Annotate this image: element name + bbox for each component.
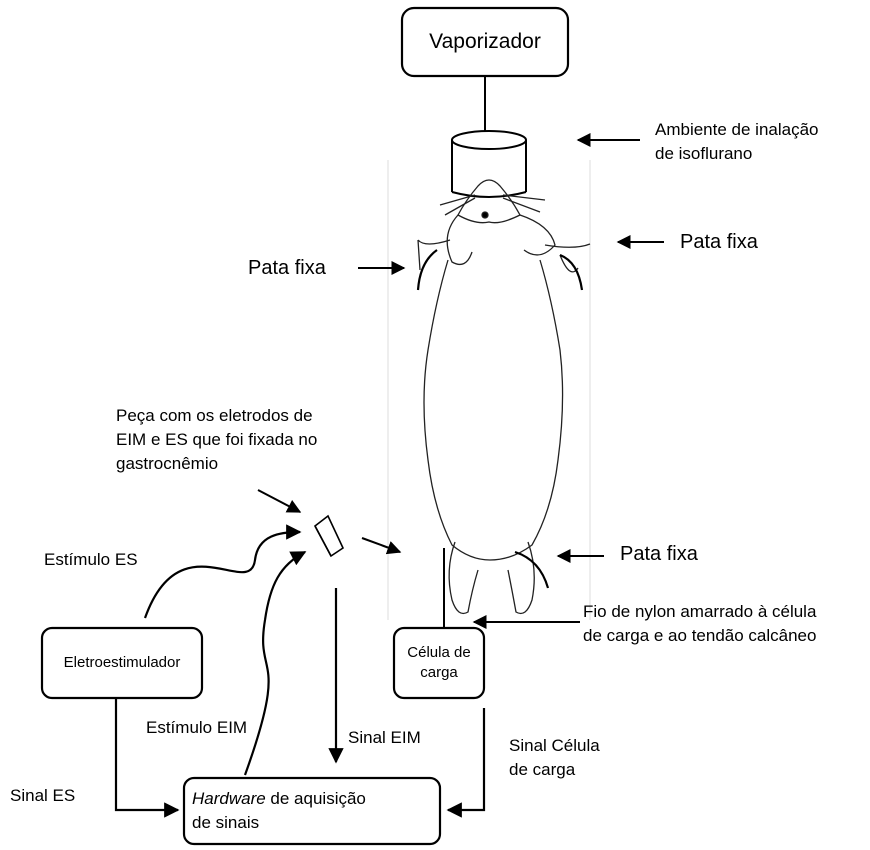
signal-es-arrow bbox=[114, 698, 180, 818]
paw-fixed-label-left-front: Pata fixa bbox=[248, 257, 326, 279]
signal-load-line2: de carga bbox=[509, 760, 576, 779]
stimulator-label: Eletroestimulador bbox=[63, 654, 181, 671]
tray-edges bbox=[387, 160, 591, 620]
signal-load-label: Sinal Célula de carga bbox=[509, 734, 600, 782]
electrode-piece bbox=[313, 514, 345, 558]
signal-load-line1: Sinal Célula bbox=[509, 736, 600, 755]
paw-clamps bbox=[416, 249, 584, 589]
paw-fixed-label-hind: Pata fixa bbox=[620, 543, 698, 565]
hardware-rest: de aquisição bbox=[265, 789, 366, 808]
inhalation-label-line2: de isoflurano bbox=[655, 144, 753, 163]
signal-arrows bbox=[114, 524, 486, 818]
load-cell-label-line2: carga bbox=[420, 664, 458, 681]
electrode-piece-label: Peça com os eletrodos de EIM e ES que fo… bbox=[116, 404, 317, 476]
electrode-piece-line3: gastrocnêmio bbox=[116, 454, 219, 473]
label-arrows bbox=[257, 133, 664, 629]
inhalation-chamber bbox=[451, 130, 527, 198]
signal-load-arrow bbox=[446, 708, 486, 818]
hardware-italic: Hardware bbox=[192, 789, 266, 808]
stimulus-eim-curve bbox=[243, 551, 307, 776]
inhalation-label-line1: Ambiente de inalação bbox=[655, 120, 819, 139]
load-cell-box bbox=[392, 626, 486, 700]
paw-fixed-label-right-front: Pata fixa bbox=[680, 231, 758, 253]
load-cell-label: Célula de carga bbox=[394, 628, 484, 698]
electrode-piece-line1: Peça com os eletrodos de bbox=[116, 406, 313, 425]
hardware-label: Hardware de aquisição de sinais bbox=[192, 778, 432, 844]
hardware-box bbox=[182, 776, 442, 846]
stimulator-box bbox=[40, 626, 204, 700]
inhalation-label: Ambiente de inalação de isoflurano bbox=[655, 118, 819, 166]
stimulus-es-curve bbox=[143, 524, 302, 619]
signal-eim-label: Sinal EIM bbox=[348, 728, 421, 747]
vaporizer-label: Vaporizador bbox=[429, 30, 541, 53]
nylon-label: Fio de nylon amarrado à célula de carga … bbox=[583, 600, 816, 648]
hardware-label-line2: de sinais bbox=[192, 813, 260, 832]
electrode-piece-line2: EIM e ES que foi fixada no bbox=[116, 430, 318, 449]
nylon-line1: Fio de nylon amarrado à célula bbox=[583, 602, 817, 621]
nylon-line2: de carga e ao tendão calcâneo bbox=[583, 626, 817, 645]
signal-es-label: Sinal ES bbox=[10, 786, 76, 805]
stimulus-es-label: Estímulo ES bbox=[44, 550, 138, 569]
load-cell-label-line1: Célula de bbox=[407, 644, 471, 661]
stimulus-eim-label: Estímulo EIM bbox=[146, 718, 248, 737]
